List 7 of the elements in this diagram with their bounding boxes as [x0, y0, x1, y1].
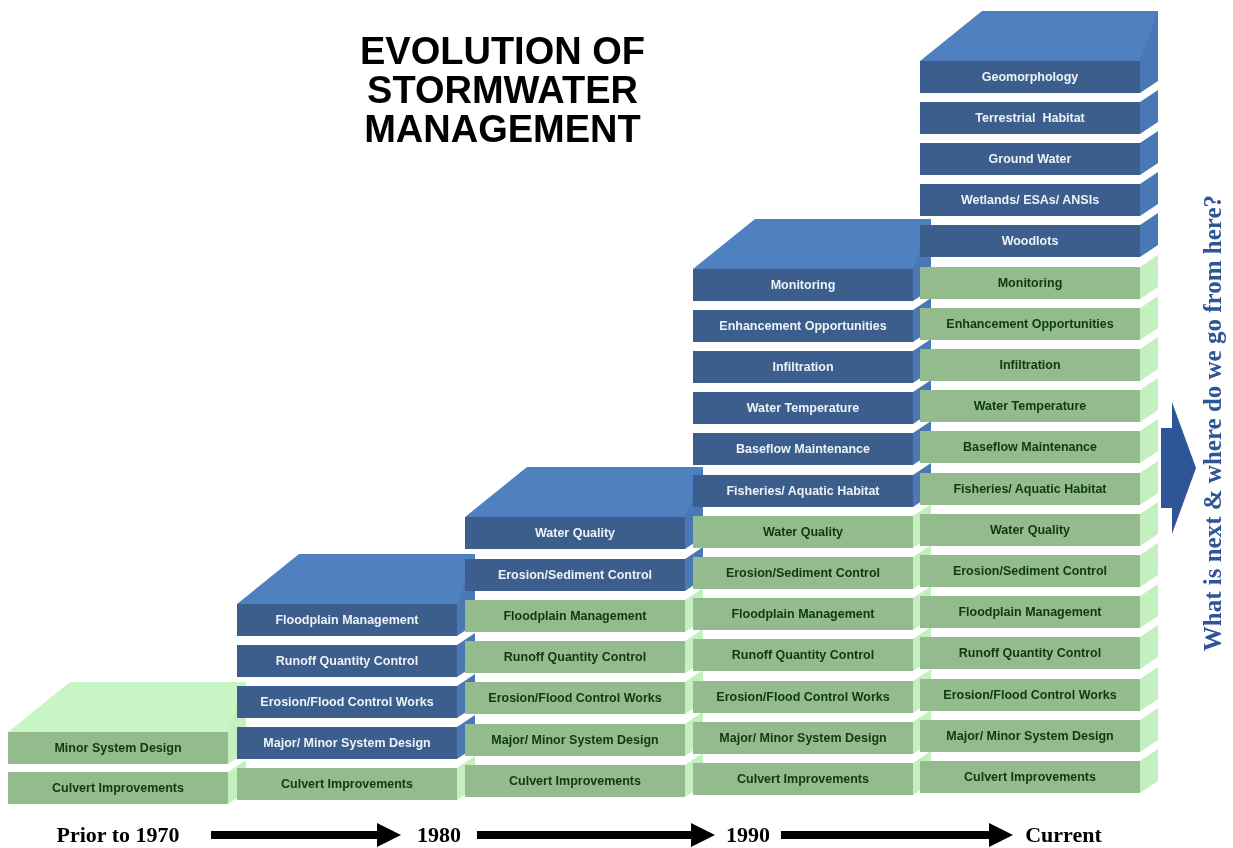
diagram-title: EVOLUTION OF STORMWATER MANAGEMENT — [359, 32, 646, 149]
time-label: Current — [1016, 822, 1111, 848]
time-label: Prior to 1970 — [28, 822, 208, 848]
vertical-question-text: What is next & where do we go from here? — [1199, 195, 1227, 652]
time-label: 1980 — [404, 822, 474, 848]
time-label: 1990 — [718, 822, 778, 848]
block-arrow — [1161, 402, 1196, 534]
